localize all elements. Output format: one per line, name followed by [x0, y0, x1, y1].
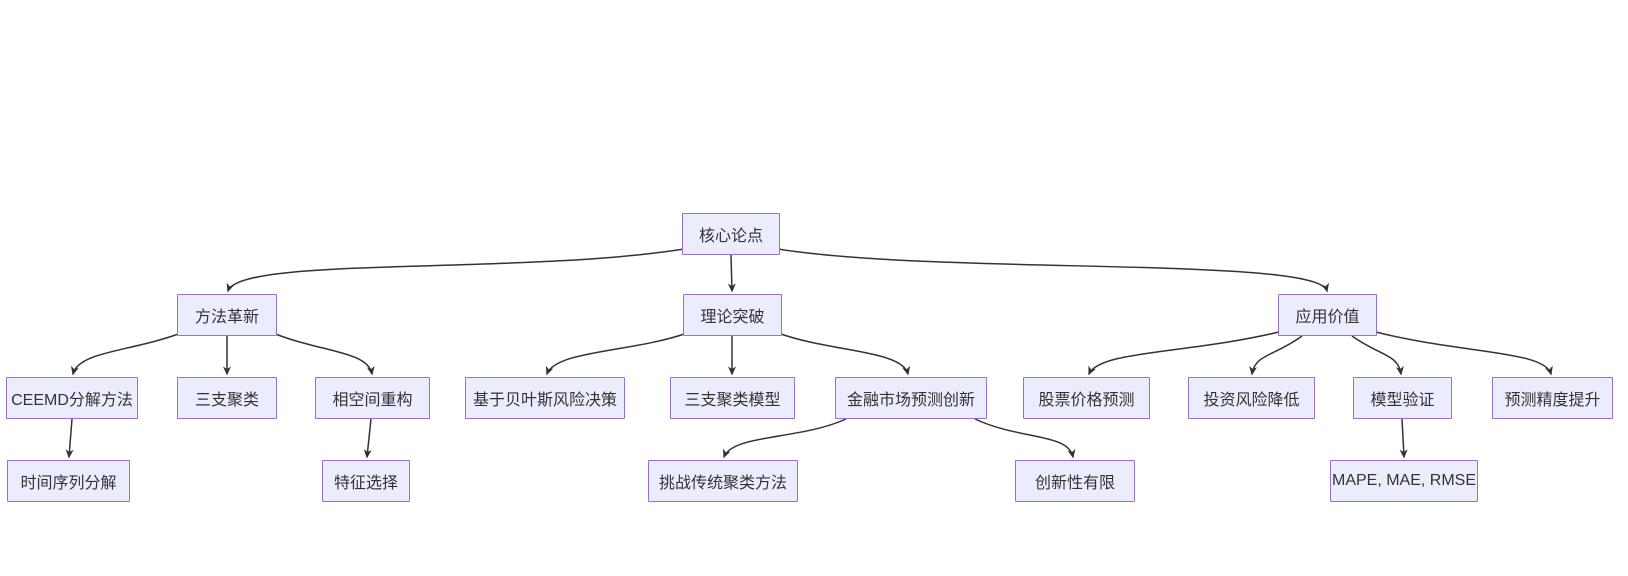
node-bayes: 基于贝叶斯风险决策	[465, 377, 625, 419]
edge-theory-to-finance	[777, 332, 911, 376]
edge-value-to-invest	[1249, 335, 1303, 376]
edge-finance-to-challenge	[723, 418, 847, 459]
edge-value-to-precision	[1371, 330, 1553, 376]
edge-theory-to-bayes	[545, 332, 688, 376]
edge-core-to-theory	[727, 254, 736, 293]
node-invest: 投资风险降低	[1188, 377, 1315, 419]
edge-value-to-model-val	[1351, 335, 1404, 376]
node-precision: 预测精度提升	[1492, 377, 1613, 419]
node-tw-model: 三支聚类模型	[670, 377, 795, 419]
edge-finance-to-innovation	[974, 418, 1076, 459]
node-three-cluster: 三支聚类	[177, 377, 277, 419]
edge-method-to-ceemd	[71, 332, 182, 376]
node-model-val: 模型验证	[1353, 377, 1452, 419]
edge-ceemd-to-time-series	[65, 418, 74, 459]
node-time-series: 时间序列分解	[7, 460, 130, 502]
node-method: 方法革新	[177, 294, 277, 336]
node-stock: 股票价格预测	[1023, 377, 1150, 419]
edge-model-val-to-mape	[1399, 418, 1408, 459]
node-feature: 特征选择	[322, 460, 410, 502]
edge-phase-space-to-feature	[363, 418, 372, 459]
node-theory: 理论突破	[683, 294, 782, 336]
edge-method-to-phase-space	[272, 332, 375, 376]
edge-core-to-value	[777, 248, 1329, 293]
node-challenge: 挑战传统聚类方法	[648, 460, 798, 502]
node-mape: MAPE, MAE, RMSE	[1330, 460, 1478, 502]
node-phase-space: 相空间重构	[315, 377, 430, 419]
edge-value-to-stock	[1088, 330, 1284, 376]
node-finance: 金融市场预测创新	[835, 377, 987, 419]
node-value: 应用价值	[1278, 294, 1377, 336]
node-ceemd: CEEMD分解方法	[6, 377, 138, 419]
edge-core-to-method	[226, 248, 685, 293]
node-innovation: 创新性有限	[1015, 460, 1135, 502]
node-core: 核心论点	[682, 213, 780, 255]
